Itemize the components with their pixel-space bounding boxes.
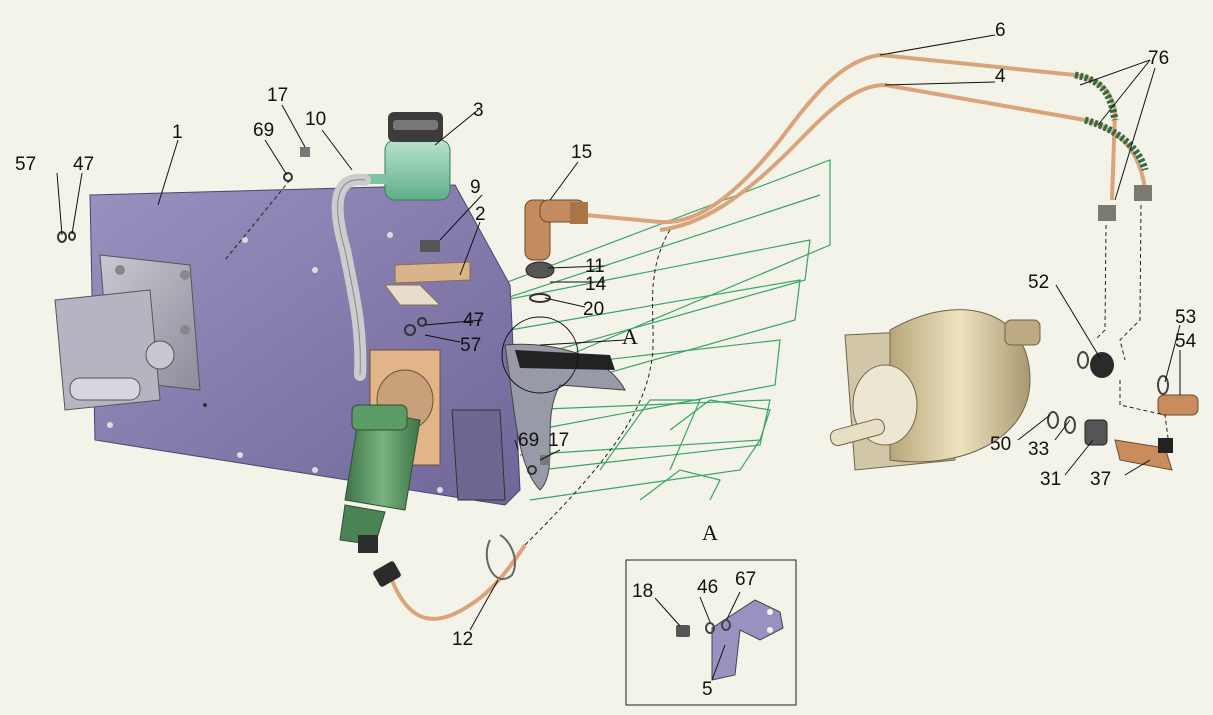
pump-block <box>54 254 201 411</box>
callout-46: 46 <box>697 577 718 598</box>
callout-5: 5 <box>702 679 713 700</box>
callout-14: 14 <box>585 274 607 295</box>
callout-labels: 1 2 3 4 6 9 10 11 12 14 15 17 17 20 31 3… <box>15 20 1197 700</box>
pressure-line <box>373 534 527 621</box>
elbow-fitting <box>524 199 588 303</box>
callout-17-top: 17 <box>267 85 288 106</box>
callout-76: 76 <box>1148 48 1169 69</box>
callout-1: 1 <box>172 122 183 143</box>
callout-20: 20 <box>583 299 604 320</box>
callout-18: 18 <box>632 581 653 602</box>
inset-a-title: A <box>702 520 718 545</box>
phantom-pedal-outlines <box>459 159 831 501</box>
callout-11: 11 <box>585 256 605 277</box>
callout-6: 6 <box>995 20 1006 41</box>
clutch-booster <box>829 309 1041 471</box>
assembly-dashed-lines <box>224 179 1169 546</box>
pedal-lever <box>451 316 626 501</box>
fittings-set <box>1047 351 1199 471</box>
callout-33: 33 <box>1028 439 1049 460</box>
pedal-bracket <box>384 240 471 306</box>
detail-view-a <box>625 559 797 706</box>
callout-53: 53 <box>1175 307 1196 328</box>
callout-69-top: 69 <box>253 120 274 141</box>
callout-67: 67 <box>735 569 756 590</box>
leader-lines <box>56 34 1181 631</box>
callout-12: 12 <box>452 629 473 650</box>
brake-tubes <box>584 52 1152 232</box>
callout-2: 2 <box>475 204 486 225</box>
callout-47-mid: 47 <box>463 310 484 331</box>
fluid-reservoir <box>365 112 451 201</box>
callout-31: 31 <box>1040 469 1061 490</box>
callout-37: 37 <box>1090 469 1111 490</box>
callout-57-left: 57 <box>15 154 36 175</box>
master-cylinder <box>339 404 421 553</box>
callout-17-bottom: 17 <box>548 430 569 451</box>
callout-9: 9 <box>470 177 481 198</box>
callout-50: 50 <box>990 434 1011 455</box>
callout-52: 52 <box>1028 272 1049 293</box>
view-a-marker: A <box>622 324 638 349</box>
callout-57-mid: 57 <box>460 335 481 356</box>
callout-10: 10 <box>305 109 326 130</box>
plate-fasteners <box>57 147 550 475</box>
callout-69-bottom: 69 <box>518 430 539 451</box>
callout-4: 4 <box>995 66 1006 87</box>
callout-15: 15 <box>571 142 592 163</box>
callout-3: 3 <box>473 100 484 121</box>
callout-54: 54 <box>1175 331 1197 352</box>
callout-47-left: 47 <box>73 154 94 175</box>
